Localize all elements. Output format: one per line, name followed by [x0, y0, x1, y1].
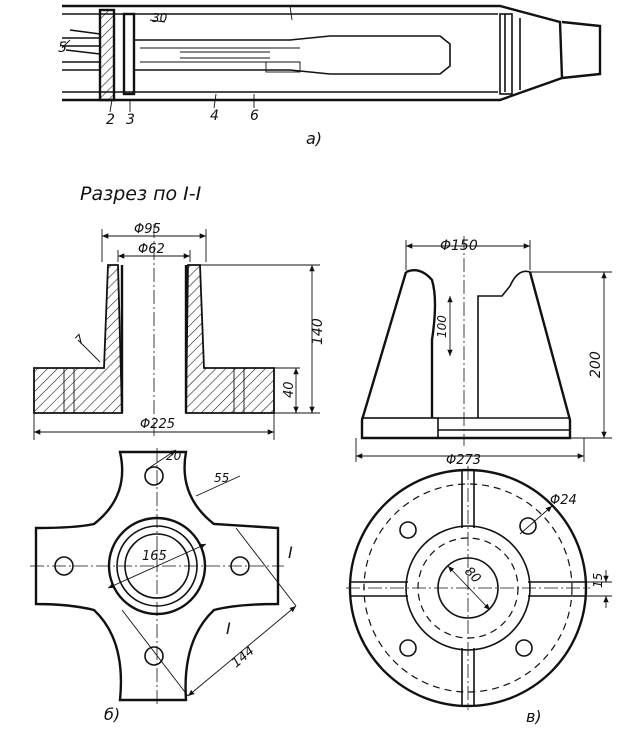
fig-b-section-view: Φ95 Φ62 140 40 Φ225 7: [33, 222, 326, 440]
web-slots: [350, 470, 586, 706]
cross-flange-outline: [34, 450, 280, 702]
fig-c-label: в): [526, 707, 542, 726]
cone-outline: [360, 271, 572, 440]
c-bolt-4: [515, 639, 533, 657]
casing-outline: [62, 4, 564, 102]
c-bolt-1: [399, 521, 417, 539]
dim-d144: 144: [229, 644, 258, 671]
dim-w15: 15: [591, 573, 605, 588]
c-bolt-2: [519, 517, 537, 535]
fig-b-plan-view: 165 20 55 144 I I б): [30, 448, 297, 724]
fig-c-section-view: Φ150 100 200 Φ273: [355, 236, 612, 468]
part-2: 2: [106, 112, 115, 128]
dim-h200: 200: [588, 351, 604, 378]
part-6: 6: [250, 108, 259, 124]
right-wall-hatch: [185, 264, 275, 414]
fig-b-label: б): [104, 705, 120, 724]
section-title: Разрез по I-I: [80, 183, 202, 205]
dim-r55: 55: [214, 471, 229, 485]
dim-d62: Φ62: [138, 242, 165, 257]
shaft: [134, 35, 451, 75]
dim-d150: Φ150: [440, 238, 478, 254]
fig-a-label: а): [306, 129, 322, 148]
flange-plate-2: [122, 12, 136, 96]
cone-inner-web: [477, 270, 531, 418]
fig-a-assembly: 5 2 3 4 6 30 а): [58, 4, 602, 148]
c-bolt-3: [399, 639, 417, 657]
part-3: 3: [126, 112, 135, 128]
section-mark-bottom: I: [226, 619, 231, 638]
dim-d273: Φ273: [446, 453, 481, 468]
dim-h40: 40: [282, 381, 297, 398]
dim-r20: 20: [166, 449, 182, 463]
bolt-hole-bottom: [144, 646, 164, 666]
part-5: 5: [58, 40, 67, 56]
nozzle: [561, 20, 602, 80]
dim-d165: 165: [142, 549, 167, 564]
dim-d24: Φ24: [550, 493, 577, 508]
part-4: 4: [210, 108, 219, 124]
left-bolts: [62, 29, 101, 71]
dim-d225: Φ225: [140, 417, 175, 432]
fig-c-plan-view: Φ24 80 15 в): [346, 466, 612, 726]
cone-rim: [405, 269, 437, 418]
casing-inner: [62, 13, 498, 93]
dim-h140: 140: [310, 318, 326, 345]
bolt-hole-top: [144, 466, 164, 486]
dim-r7: 7: [72, 332, 88, 348]
dim-h100: 100: [435, 315, 449, 338]
dim-d95: Φ95: [134, 222, 161, 237]
part-30: 30: [152, 11, 168, 25]
base-hatch: [361, 417, 439, 439]
section-mark-right: I: [288, 543, 293, 562]
